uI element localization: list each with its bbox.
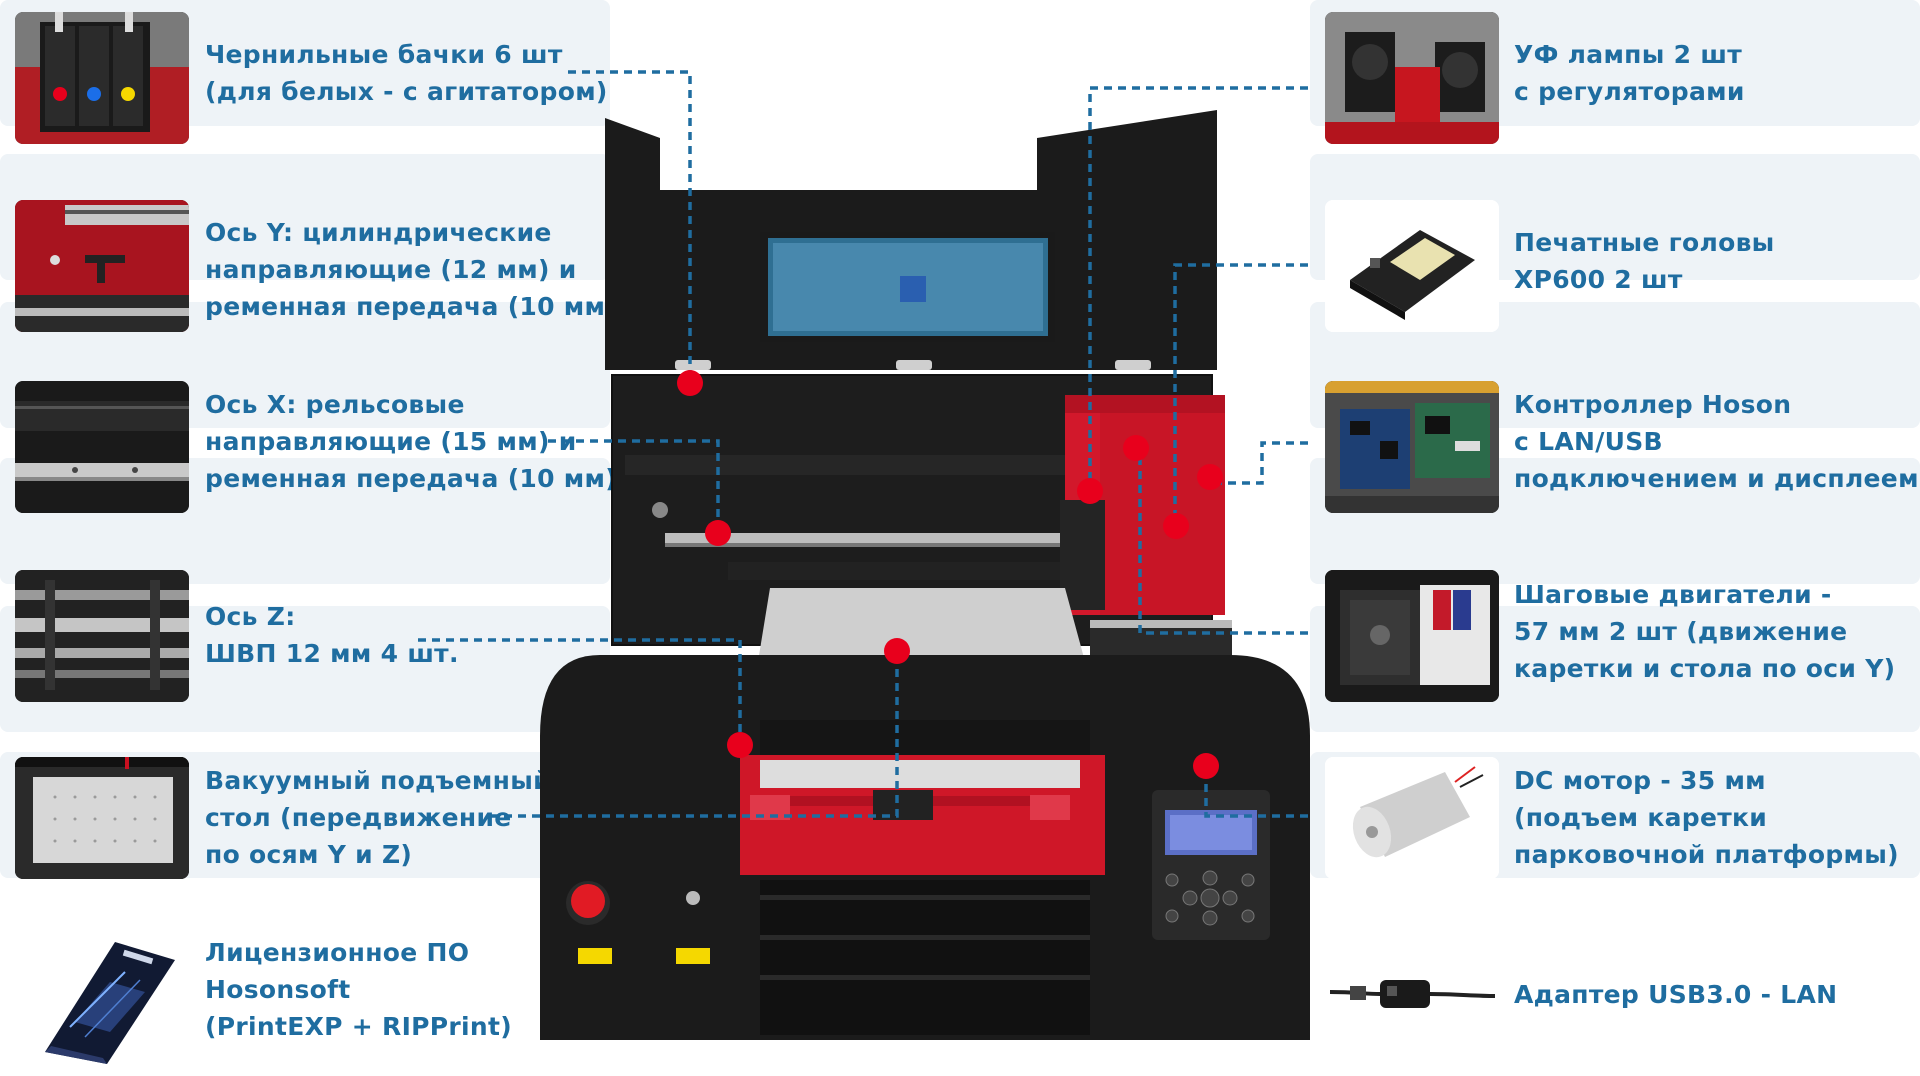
label-line: (PrintEXP + RIPPrint) <box>205 1012 512 1041</box>
label-line: Контроллер Hoson <box>1514 390 1792 419</box>
label-line: Чернильные бачки 6 шт <box>205 40 563 69</box>
label-line: подключением и дисплеем <box>1514 464 1919 493</box>
label-line: 57 мм 2 шт (движение <box>1514 617 1848 646</box>
software-box-photo <box>15 932 189 1064</box>
label-line: парковочной платформы) <box>1514 840 1899 869</box>
label-line: Шаговые двигатели - <box>1514 580 1832 609</box>
label-line: с регуляторами <box>1514 77 1745 106</box>
label-z-axis: Ось Z: ШВП 12 мм 4 шт. <box>205 598 459 672</box>
label-line: по осям Y и Z) <box>205 840 413 869</box>
controller-board-photo <box>1325 381 1499 513</box>
label-line: УФ лампы 2 шт <box>1514 40 1743 69</box>
ink-tanks-photo <box>15 12 189 144</box>
marker-dot <box>727 732 753 758</box>
label-line: Ось Z: <box>205 602 296 631</box>
usb-adapter-photo <box>1325 932 1499 1064</box>
label-usb-adapter: Адаптер USB3.0 - LAN <box>1514 976 1837 1013</box>
marker-dot <box>705 520 731 546</box>
y-axis-photo <box>15 200 189 332</box>
label-line: Ось X: рельсовые <box>205 390 465 419</box>
label-dc-motor: DC мотор - 35 мм (подъем каретки парково… <box>1514 762 1899 873</box>
dc-motor-photo <box>1325 757 1499 879</box>
label-uv-lamps: УФ лампы 2 шт с регуляторами <box>1514 36 1745 110</box>
uv-lamps-photo <box>1325 12 1499 144</box>
marker-dot <box>1193 753 1219 779</box>
label-x-axis: Ось X: рельсовые направляющие (15 мм) и … <box>205 386 617 497</box>
label-stepper-motors: Шаговые двигатели - 57 мм 2 шт (движение… <box>1514 576 1895 687</box>
marker-dot <box>1197 464 1223 490</box>
label-line: ШВП 12 мм 4 шт. <box>205 639 459 668</box>
z-axis-photo <box>15 570 189 702</box>
label-ink-tanks: Чернильные бачки 6 шт (для белых - с аги… <box>205 36 608 110</box>
marker-dot <box>677 370 703 396</box>
marker-dot <box>1077 478 1103 504</box>
label-line: каретки и стола по оси Y) <box>1514 654 1896 683</box>
label-vacuum-table: Вакуумный подъемный стол (передвижение п… <box>205 762 551 873</box>
label-line: Hosonsoft <box>205 975 351 1004</box>
label-line: XP600 2 шт <box>1514 265 1683 294</box>
label-line: Адаптер USB3.0 - LAN <box>1514 980 1838 1009</box>
label-line: направляющие (15 мм) и <box>205 427 577 456</box>
label-print-heads: Печатные головы XP600 2 шт <box>1514 224 1775 298</box>
x-axis-photo <box>15 381 189 513</box>
label-line: направляющие (12 мм) и <box>205 255 577 284</box>
print-head-photo <box>1325 200 1499 332</box>
label-line: с LAN/USB <box>1514 427 1663 456</box>
label-line: (подъем каретки <box>1514 803 1768 832</box>
label-software: Лицензионное ПО Hosonsoft (PrintEXP + RI… <box>205 934 512 1045</box>
label-line: ременная передача (10 мм) <box>205 464 618 493</box>
label-y-axis: Ось Y: цилиндрические направляющие (12 м… <box>205 214 617 325</box>
vacuum-table-photo <box>15 757 189 879</box>
label-line: стол (передвижение <box>205 803 512 832</box>
marker-dot <box>1123 435 1149 461</box>
label-line: Вакуумный подъемный <box>205 766 551 795</box>
marker-dot <box>884 638 910 664</box>
marker-dot <box>1163 513 1189 539</box>
label-line: Лицензионное ПО <box>205 938 470 967</box>
label-line: ременная передача (10 мм) <box>205 292 618 321</box>
label-line: (для белых - с агитатором) <box>205 77 608 106</box>
label-line: Ось Y: цилиндрические <box>205 218 552 247</box>
label-line: Печатные головы <box>1514 228 1775 257</box>
stepper-motor-photo <box>1325 570 1499 702</box>
label-controller: Контроллер Hoson с LAN/USB подключением … <box>1514 386 1919 497</box>
label-line: DC мотор - 35 мм <box>1514 766 1766 795</box>
